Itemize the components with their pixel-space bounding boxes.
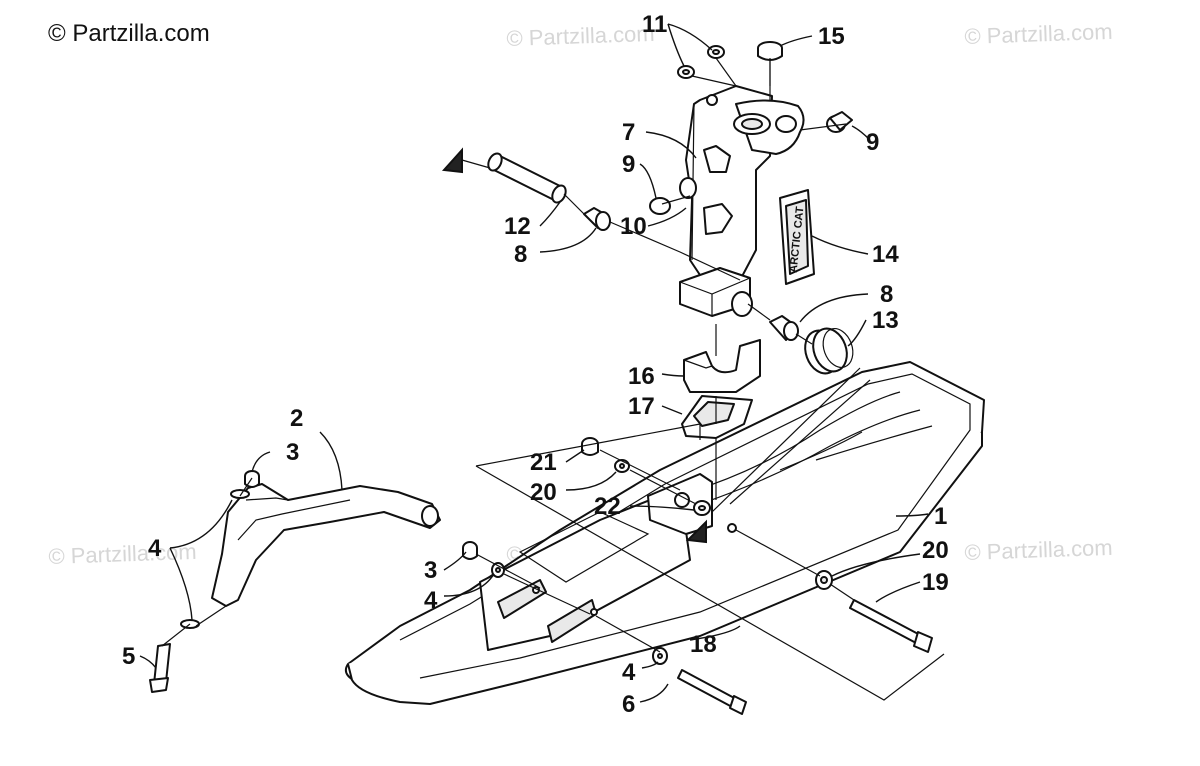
washer-part[interactable] (815, 570, 833, 590)
callout-9[interactable]: 9 (866, 129, 879, 156)
alignment-arrow-icon (685, 519, 707, 544)
callout-3[interactable]: 3 (286, 439, 299, 466)
callout-21[interactable]: 21 (530, 449, 557, 476)
callout-4[interactable]: 4 (148, 535, 162, 562)
callout-14[interactable]: 14 (872, 241, 899, 268)
callout-8[interactable]: 8 (880, 281, 893, 308)
assembly-lines (161, 57, 945, 701)
callout-1[interactable]: 1 (934, 503, 947, 530)
wear-pad-part[interactable] (683, 339, 761, 393)
washer-part[interactable] (491, 562, 505, 578)
pivot-pin-part[interactable] (486, 151, 569, 204)
lock-nut-part[interactable] (581, 437, 599, 456)
spring-part[interactable] (799, 324, 858, 378)
callout-2[interactable]: 2 (290, 405, 303, 432)
bushing-part[interactable] (769, 315, 799, 341)
decal-part[interactable]: ARCTIC CAT (779, 189, 815, 285)
washer-part[interactable] (693, 500, 711, 516)
lock-nut-part[interactable] (462, 541, 478, 560)
callout-12[interactable]: 12 (504, 213, 531, 240)
callout-4[interactable]: 4 (622, 659, 636, 686)
ski-part[interactable] (344, 361, 985, 705)
callout-11[interactable]: 11 (642, 11, 667, 38)
ski-handle-part[interactable] (180, 470, 441, 629)
bushing-part[interactable] (649, 177, 697, 215)
callout-8[interactable]: 8 (514, 241, 527, 268)
callout-15[interactable]: 15 (818, 23, 845, 50)
leader-lines (139, 23, 929, 703)
callout-9[interactable]: 9 (622, 151, 635, 178)
callout-4[interactable]: 4 (424, 587, 438, 614)
cap-screw-part[interactable] (849, 599, 933, 653)
callout-5[interactable]: 5 (122, 643, 135, 670)
callout-10[interactable]: 10 (620, 213, 647, 240)
callout-18[interactable]: 18 (690, 631, 717, 658)
callout-16[interactable]: 16 (628, 363, 655, 390)
cap-screw-part[interactable] (677, 669, 747, 715)
callout-3[interactable]: 3 (424, 557, 437, 584)
callout-20[interactable]: 20 (922, 537, 949, 564)
callout-20[interactable]: 20 (530, 479, 557, 506)
cap-screw-part[interactable] (149, 643, 171, 693)
bushing-part[interactable] (826, 111, 853, 133)
nut-part[interactable] (677, 65, 695, 79)
alignment-arrow-icon (441, 147, 463, 174)
washer-part[interactable] (652, 647, 668, 665)
copyright-text: © Partzilla.com (48, 20, 210, 47)
bushing-part[interactable] (583, 207, 611, 231)
callout-17[interactable]: 17 (628, 393, 655, 420)
washer-part[interactable] (614, 459, 630, 473)
callout-6[interactable]: 6 (622, 691, 635, 718)
callout-7[interactable]: 7 (622, 119, 635, 146)
callout-22[interactable]: 22 (594, 493, 621, 520)
spindle-part[interactable] (679, 85, 805, 317)
callout-19[interactable]: 19 (922, 569, 949, 596)
callout-13[interactable]: 13 (872, 307, 899, 334)
